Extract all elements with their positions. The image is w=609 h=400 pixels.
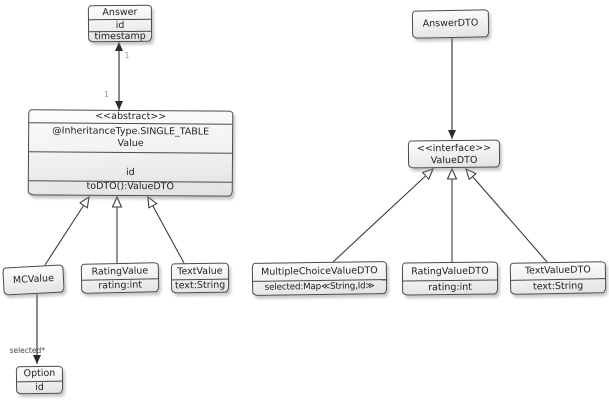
interface-valuedto-header: <<interface>> ValueDTO xyxy=(409,141,499,168)
attribute-text: text:String xyxy=(511,278,606,294)
class-textvalue-name: TextValue xyxy=(177,265,223,278)
annotation-inheritance-type: @InheritanceType.SINGLE_TABLE xyxy=(52,125,210,138)
class-multiplechoicevaluedto: MultipleChoiceValueDTO selected:Map≪Stri… xyxy=(251,261,388,296)
interface-valuedto-name: ValueDTO xyxy=(430,154,478,167)
edge-textvalue-value xyxy=(148,197,185,264)
attribute-timestamp: timestamp xyxy=(89,30,152,42)
class-answerdto-name: AnswerDTO xyxy=(422,17,479,30)
class-option: Option id xyxy=(15,365,64,395)
edge-textvaluedto-valuedto xyxy=(466,169,548,263)
class-value-name: Value xyxy=(117,137,144,150)
class-ratingvalue: RatingValue rating:int xyxy=(80,262,160,294)
class-value: <<abstract>> @InheritanceType.SINGLE_TAB… xyxy=(27,109,234,197)
role-selected-label: selected* xyxy=(10,346,46,355)
class-answer: Answer id timestamp xyxy=(87,4,153,43)
class-ratingvaluedto: RatingValueDTO rating:int xyxy=(401,261,499,296)
class-mcvalue-name: MCValue xyxy=(12,273,55,287)
multiplicity-value-end: 1 xyxy=(104,90,109,99)
attribute-text: text:String xyxy=(172,278,229,293)
class-textvaluedto-name: TextValueDTO xyxy=(524,264,591,277)
stereotype-interface: <<interface>> xyxy=(416,142,492,155)
class-ratingvalue-name: RatingValue xyxy=(91,265,149,278)
edge-mcvalue-value xyxy=(44,197,89,266)
attribute-id: id xyxy=(17,380,63,394)
class-ratingvaluedto-name: RatingValueDTO xyxy=(411,265,489,278)
attribute-rating: rating:int xyxy=(82,278,159,293)
attribute-selected-map: selected:Map≪String,Id≫ xyxy=(253,279,387,295)
class-textvaluedto: TextValueDTO text:String xyxy=(509,261,607,295)
interface-valuedto: <<interface>> ValueDTO xyxy=(407,139,501,169)
class-answer-name: Answer xyxy=(102,6,138,18)
attribute-id: id xyxy=(88,18,152,32)
class-textvalue: TextValue text:String xyxy=(170,262,230,294)
class-answerdto: AnswerDTO xyxy=(411,9,490,39)
attribute-id: id xyxy=(28,151,233,182)
attribute-rating: rating:int xyxy=(403,279,498,295)
class-option-name: Option xyxy=(23,368,56,380)
edge-mcvdto-valuedto xyxy=(332,169,433,263)
operation-todto: toDTO():ValueDTO xyxy=(28,180,232,197)
class-multiplechoicevaluedto-name: MultipleChoiceValueDTO xyxy=(261,264,378,278)
class-mcvalue: MCValue xyxy=(2,264,65,296)
multiplicity-answer-end: 1 xyxy=(125,51,130,60)
class-value-header: @InheritanceType.SINGLE_TABLE Value xyxy=(29,122,233,153)
